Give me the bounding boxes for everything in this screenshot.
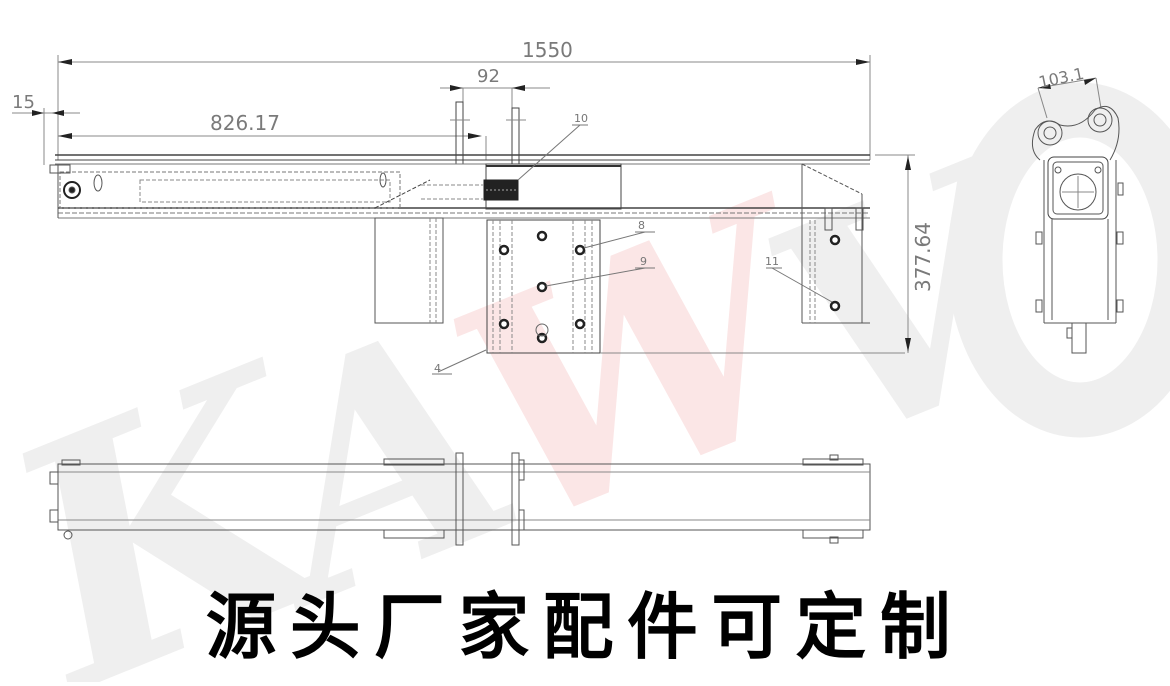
top-view [49,452,871,546]
balloon-8: 8 [638,219,645,232]
balloon-10: 10 [574,112,588,125]
balloon-11: 11 [765,255,779,268]
dim-bracket-spacing: 92 [477,66,500,87]
dim-to-bracket: 826.17 [210,111,280,135]
dim-overall-length: 1550 [522,38,573,62]
front-view [12,55,915,375]
side-view [1031,77,1124,354]
dim-offset-left: 15 [12,92,35,113]
watermark-letter-o [947,82,1170,438]
balloon-4: 4 [434,362,441,375]
dim-height: 377.64 [911,222,935,292]
balloon-9: 9 [640,255,647,268]
caption-customizable-parts: 源头厂家配件可定制 [205,585,965,669]
